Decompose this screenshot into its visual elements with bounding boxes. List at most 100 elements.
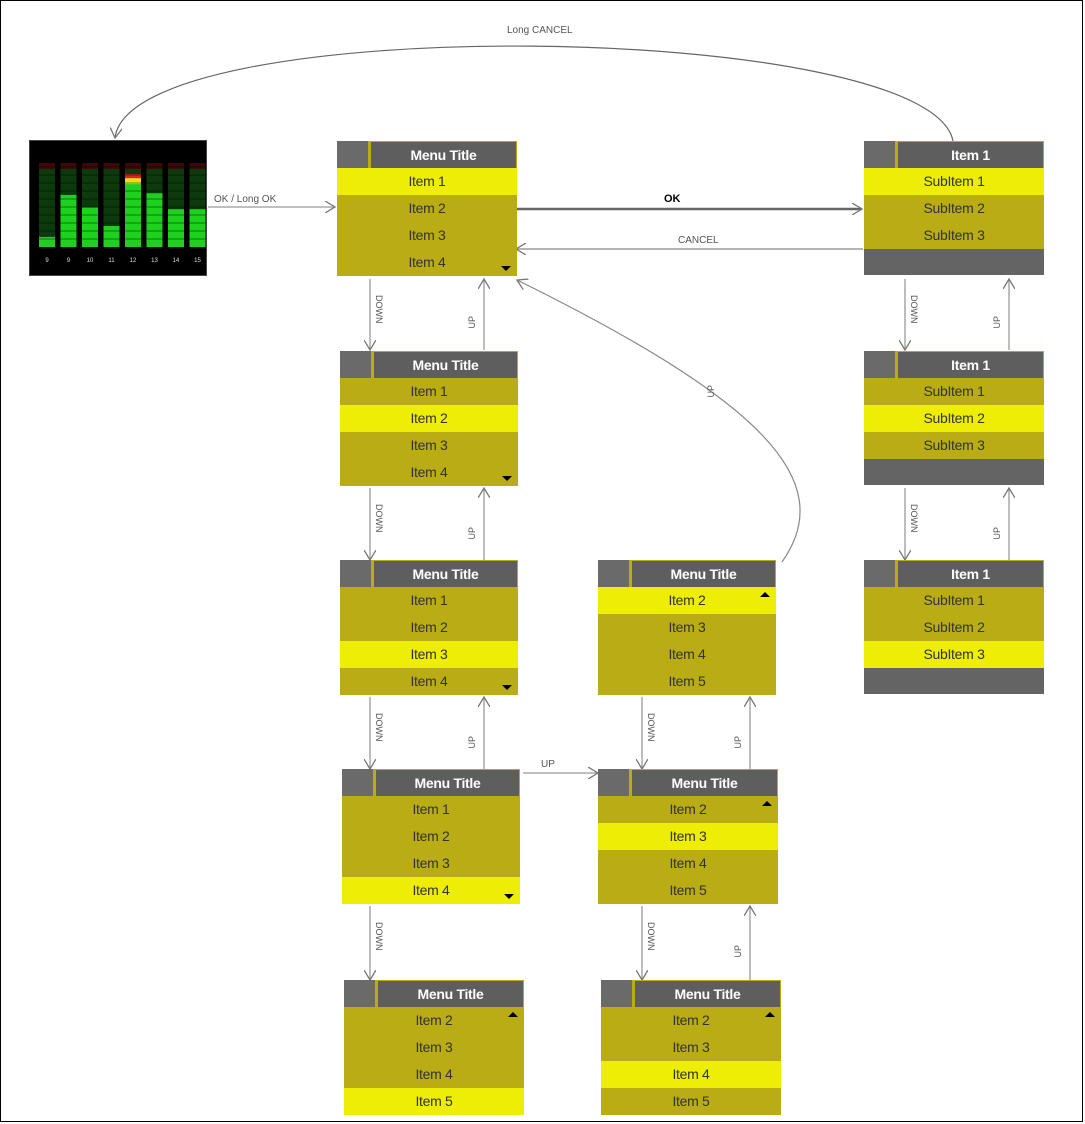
header-tab	[337, 141, 371, 168]
menu-header: Menu Title	[340, 351, 518, 378]
menu-item: Item 3	[598, 823, 778, 850]
menu-item: Item 2	[337, 195, 517, 222]
menu-title: Item 1	[898, 141, 1044, 168]
meter-channel-label: 13	[151, 258, 158, 264]
meter-channel-label: 9	[67, 258, 71, 264]
menu-item: Item 5	[344, 1088, 524, 1115]
menu-header: Item 1	[864, 351, 1044, 378]
scroll-up-icon	[765, 1012, 775, 1017]
up-label-3: UP	[467, 736, 477, 749]
loop-up-label: UP	[706, 385, 716, 398]
menu-title: Menu Title	[632, 560, 776, 587]
menu-item: Item 2	[598, 796, 778, 823]
menu-item: Item 2	[340, 614, 518, 641]
submenu-footer	[864, 459, 1044, 485]
meter-channel-label: 12	[130, 258, 137, 264]
menu-header: Menu Title	[598, 560, 776, 587]
header-tab	[601, 980, 635, 1007]
header-tab	[598, 560, 632, 587]
long-cancel-arrow	[115, 45, 954, 142]
menu-item: Item 4	[601, 1061, 781, 1088]
scroll-down-icon	[501, 266, 511, 271]
meter-level-bar	[168, 209, 184, 247]
up-label-sub-1: UP	[992, 316, 1002, 329]
menu-item: SubItem 2	[864, 405, 1044, 432]
down-label-1: DOWN	[374, 295, 384, 324]
meter-channel-bg	[39, 163, 55, 247]
menu-item: Item 2	[344, 1007, 524, 1034]
down-label-2: DOWN	[374, 504, 384, 533]
meter-level-bar	[125, 178, 141, 247]
menu-item: Item 4	[598, 641, 776, 668]
meter-level-bar	[82, 207, 98, 247]
down-label-4: DOWN	[374, 922, 384, 951]
menu-item: Item 1	[337, 168, 517, 195]
meter-peak-zone	[60, 163, 77, 169]
menu-header: Menu Title	[344, 980, 524, 1007]
menu-item: Item 2	[598, 587, 776, 614]
header-tab	[864, 351, 898, 378]
meter-clip-segment	[125, 174, 141, 179]
header-tab	[340, 560, 374, 587]
menu-item: Item 2	[340, 405, 518, 432]
menu-header: Item 1	[864, 560, 1044, 587]
meter-peak-zone	[189, 163, 206, 169]
up-label-6: UP	[733, 945, 743, 958]
menu-item: SubItem 3	[864, 222, 1044, 249]
menu-item: Item 5	[601, 1088, 781, 1115]
menu-header: Menu Title	[337, 141, 517, 168]
meter-peak-zone	[146, 163, 163, 169]
meter-level-bar	[146, 193, 163, 247]
menu-title: Menu Title	[376, 769, 520, 796]
scroll-up-icon	[762, 801, 772, 806]
menu-item: Item 3	[344, 1034, 524, 1061]
scroll-up-icon	[508, 1012, 518, 1017]
menu-header: Menu Title	[342, 769, 520, 796]
header-tab	[342, 769, 376, 796]
menu-item: Item 2	[342, 823, 520, 850]
ok-long-ok-label: OK / Long OK	[214, 194, 277, 205]
menu-title: Menu Title	[371, 141, 517, 168]
menu-title: Menu Title	[378, 980, 524, 1007]
menu-item: Item 3	[598, 614, 776, 641]
menu-item: Item 1	[340, 587, 518, 614]
scroll-down-icon	[502, 476, 512, 481]
meter-warn-segment	[125, 178, 141, 185]
long-cancel-label: Long CANCEL	[507, 25, 573, 36]
meter-peak-zone	[125, 163, 141, 169]
header-tab	[598, 769, 632, 796]
menu-item: Item 3	[337, 222, 517, 249]
header-tab	[864, 560, 898, 587]
menu-title: Item 1	[898, 560, 1044, 587]
menu-title: Menu Title	[635, 980, 781, 1007]
menu-item: SubItem 2	[864, 195, 1044, 222]
cancel-label: CANCEL	[678, 235, 719, 246]
menu-item: Item 4	[598, 850, 778, 877]
menu-item: Item 1	[340, 378, 518, 405]
down-label-6: DOWN	[646, 922, 656, 951]
ok-label: OK	[664, 193, 681, 205]
up-label-bottom: UP	[541, 759, 555, 770]
menu-item: Item 3	[340, 641, 518, 668]
menu-item: Item 1	[342, 796, 520, 823]
menu-header: Menu Title	[598, 769, 778, 796]
meter-channel-label: 14	[173, 258, 180, 264]
menu-title: Item 1	[898, 351, 1044, 378]
menu-item: Item 4	[340, 459, 518, 486]
meter-channel-label: 11	[108, 258, 115, 264]
meter-peak-zone	[39, 163, 55, 169]
meter-channel-label: 15	[194, 258, 201, 264]
menu-item: SubItem 3	[864, 641, 1044, 668]
menu-title: Menu Title	[632, 769, 778, 796]
meter-level-bar	[189, 209, 206, 247]
menu-item: Item 2	[601, 1007, 781, 1034]
submenu-footer	[864, 668, 1044, 694]
